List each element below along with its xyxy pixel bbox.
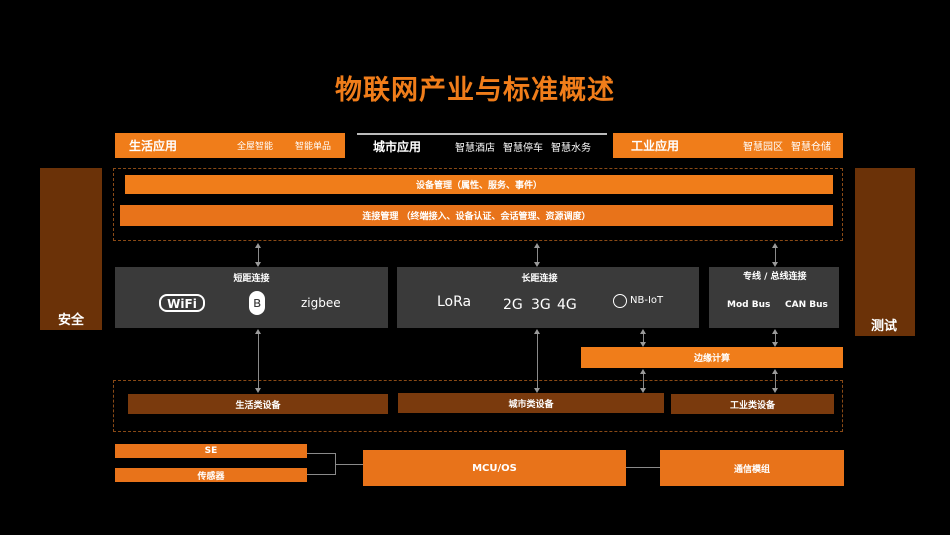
- city-app-item: 智慧水务: [551, 143, 592, 154]
- canbus-label: CAN Bus: [785, 300, 828, 310]
- management-frame: [113, 168, 843, 241]
- life-devices-label: 生活类设备: [235, 400, 281, 411]
- sensor-bar: 传感器: [115, 468, 307, 482]
- industry-app-label: 工业应用: [631, 139, 680, 153]
- security-label: 安全: [58, 313, 85, 328]
- edge-computing-bar: 边缘计算: [581, 347, 843, 368]
- comm-module-label: 通信模组: [733, 464, 770, 475]
- city-app-item: 智慧酒店: [455, 143, 496, 154]
- edge-computing-label: 边缘计算: [693, 354, 730, 364]
- mcu-os-bar: MCU/OS: [363, 450, 626, 486]
- security-column: 安全: [40, 168, 102, 330]
- city-app-bar: 城市应用 智慧酒店 智慧停车 智慧水务: [357, 133, 607, 158]
- sensor-label: 传感器: [197, 471, 225, 482]
- comm-module-bar: 通信模组: [660, 450, 844, 486]
- bus-label: 专线 / 总线连接: [743, 272, 807, 282]
- device-management-bar: 设备管理（属性、服务、事件）: [125, 175, 833, 194]
- life-app-item: 全屋智能: [237, 142, 274, 152]
- industry-devices-label: 工业类设备: [729, 400, 775, 411]
- se-label: SE: [204, 446, 218, 456]
- city-app-item: 智慧停车: [503, 143, 544, 154]
- modbus-label: Mod Bus: [727, 300, 771, 310]
- lora-icon: LoRa: [437, 294, 472, 310]
- city-devices-bar: 城市类设备: [398, 393, 664, 413]
- industry-app-item: 智慧仓储: [791, 142, 832, 153]
- page-title: 物联网产业与标准概述: [335, 75, 615, 106]
- industry-app-bar: 工业应用 智慧园区 智慧仓储: [613, 133, 843, 158]
- bluetooth-icon: ʙ: [249, 291, 265, 315]
- testing-label: 测试: [871, 319, 898, 334]
- connection-management-label: 连接管理 （终端接入、设备认证、会话管理、资源调度）: [362, 212, 591, 222]
- nb-iot-icon: [613, 294, 627, 308]
- 2g-icon: 2G: [503, 297, 523, 313]
- life-app-bar: 生活应用 全屋智能 智能单品: [115, 133, 345, 158]
- life-app-item: 智能单品: [295, 142, 332, 152]
- wifi-icon: WiFi: [159, 294, 205, 312]
- long-range-panel: 长距连接 LoRa 2G 3G 4G NB-IoT: [397, 267, 699, 328]
- bus-panel: 专线 / 总线连接 Mod Bus CAN Bus: [709, 267, 839, 328]
- life-devices-bar: 生活类设备: [128, 394, 388, 414]
- long-range-label: 长距连接: [521, 274, 558, 284]
- connection-management-bar: 连接管理 （终端接入、设备认证、会话管理、资源调度）: [120, 205, 833, 226]
- city-devices-label: 城市类设备: [508, 399, 554, 410]
- testing-column: 测试: [855, 168, 915, 336]
- life-app-label: 生活应用: [129, 139, 178, 153]
- city-app-label: 城市应用: [373, 140, 422, 154]
- industry-devices-bar: 工业类设备: [671, 394, 834, 414]
- industry-app-item: 智慧园区: [743, 142, 784, 153]
- short-range-panel: 短距连接 WiFi ʙ zigbee: [115, 267, 388, 328]
- zigbee-icon: zigbee: [301, 296, 341, 310]
- nb-iot-label: NB-IoT: [630, 295, 664, 306]
- device-management-label: 设备管理（属性、服务、事件）: [415, 181, 542, 191]
- 3g-icon: 3G: [531, 297, 551, 313]
- device-frame: [113, 380, 843, 432]
- se-bar: SE: [115, 444, 307, 458]
- mcu-os-label: MCU/OS: [472, 462, 517, 474]
- 4g-icon: 4G: [557, 297, 577, 313]
- short-range-label: 短距连接: [233, 274, 270, 284]
